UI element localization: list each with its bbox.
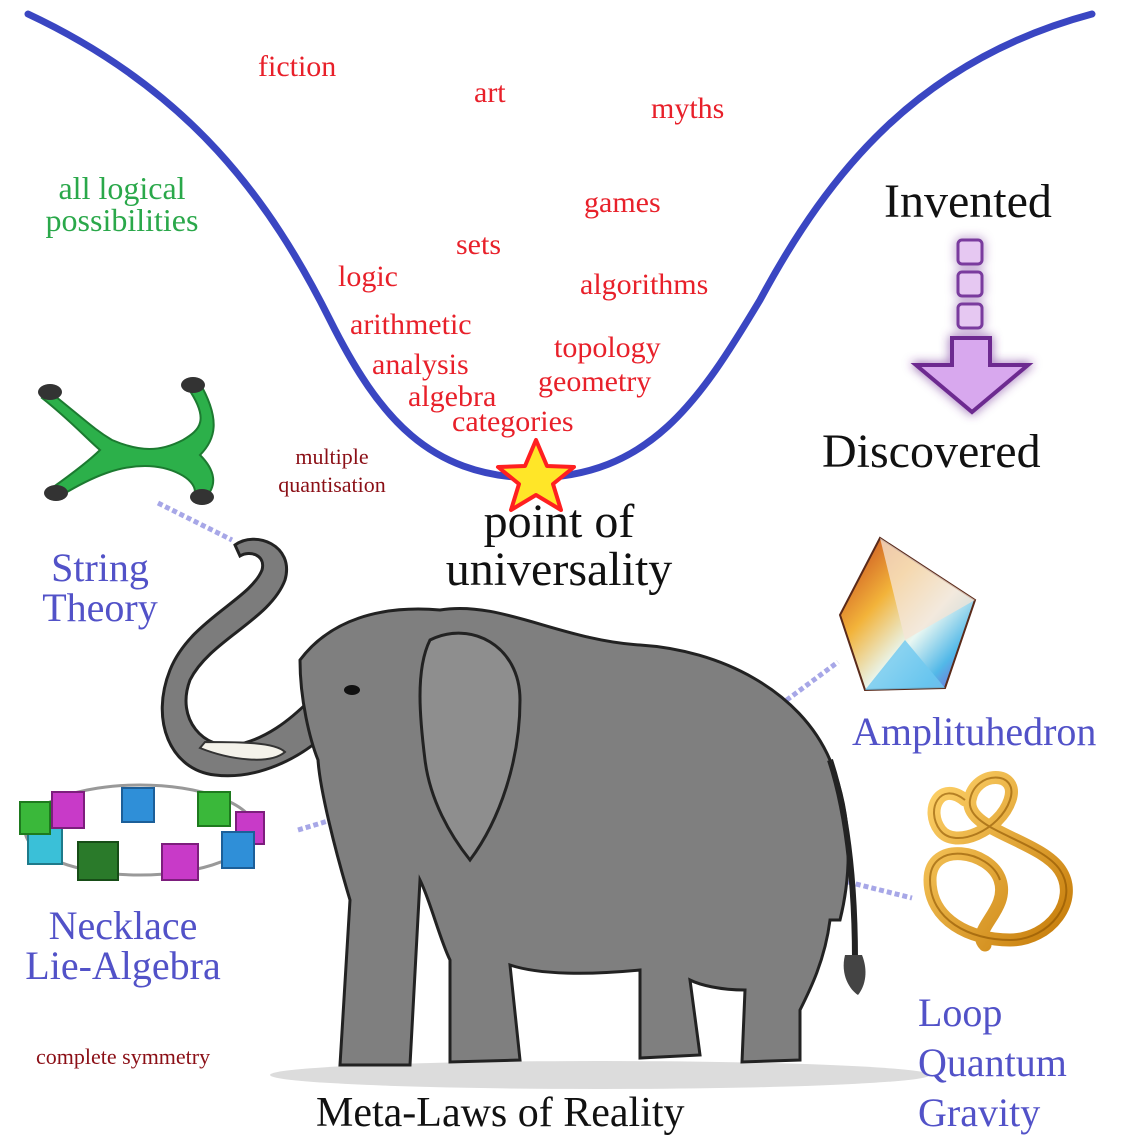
necklace-label: Necklace Lie-Algebra: [8, 906, 238, 986]
word-analysis: analysis: [372, 350, 469, 380]
meta-laws-title: Meta-Laws of Reality: [316, 1092, 685, 1134]
multiple-quantisation: multiple quantisation: [262, 446, 402, 496]
amplituhedron-label: Amplituhedron: [852, 712, 1096, 752]
string-worldsheet-icon: [38, 377, 214, 505]
universality-line2: universality: [414, 546, 704, 594]
chain-arrow-icon: [916, 240, 1028, 412]
complete-symmetry: complete symmetry: [36, 1046, 210, 1068]
word-geometry: geometry: [538, 367, 651, 397]
word-myths: myths: [651, 94, 724, 124]
word-logic: logic: [338, 262, 398, 292]
elephant-icon: [162, 539, 930, 1089]
all-logical-possibilities: all logical possibilities: [22, 172, 222, 236]
logical-line2: possibilities: [22, 204, 222, 236]
point-of-universality: point of universality: [414, 498, 704, 594]
word-fiction: fiction: [258, 52, 336, 82]
word-arithmetic: arithmetic: [350, 310, 472, 340]
loop-quantum-gravity-label: Loop Quantum Gravity: [918, 988, 1067, 1138]
loop-line1: Loop: [918, 988, 1067, 1038]
word-games: games: [584, 188, 661, 218]
amplituhedron-icon: [840, 538, 975, 690]
mq-line1: multiple: [262, 446, 402, 468]
invented-label: Invented: [884, 178, 1052, 226]
knot-icon: [930, 778, 1066, 946]
word-sets: sets: [456, 230, 501, 260]
string-line1: String: [30, 548, 170, 588]
loop-line3: Gravity: [918, 1088, 1067, 1138]
necklace-line2: Lie-Algebra: [8, 946, 238, 986]
string-theory-label: String Theory: [30, 548, 170, 628]
logical-line1: all logical: [22, 172, 222, 204]
word-art: art: [474, 78, 506, 108]
necklace-line1: Necklace: [8, 906, 238, 946]
word-categories: categories: [452, 407, 574, 437]
word-topology: topology: [554, 333, 661, 363]
discovered-label: Discovered: [822, 428, 1041, 476]
string-line2: Theory: [30, 588, 170, 628]
universality-line1: point of: [414, 498, 704, 546]
mq-line2: quantisation: [262, 474, 402, 496]
necklace-icon: [20, 785, 264, 880]
word-algorithms: algorithms: [580, 270, 708, 300]
loop-line2: Quantum: [918, 1038, 1067, 1088]
